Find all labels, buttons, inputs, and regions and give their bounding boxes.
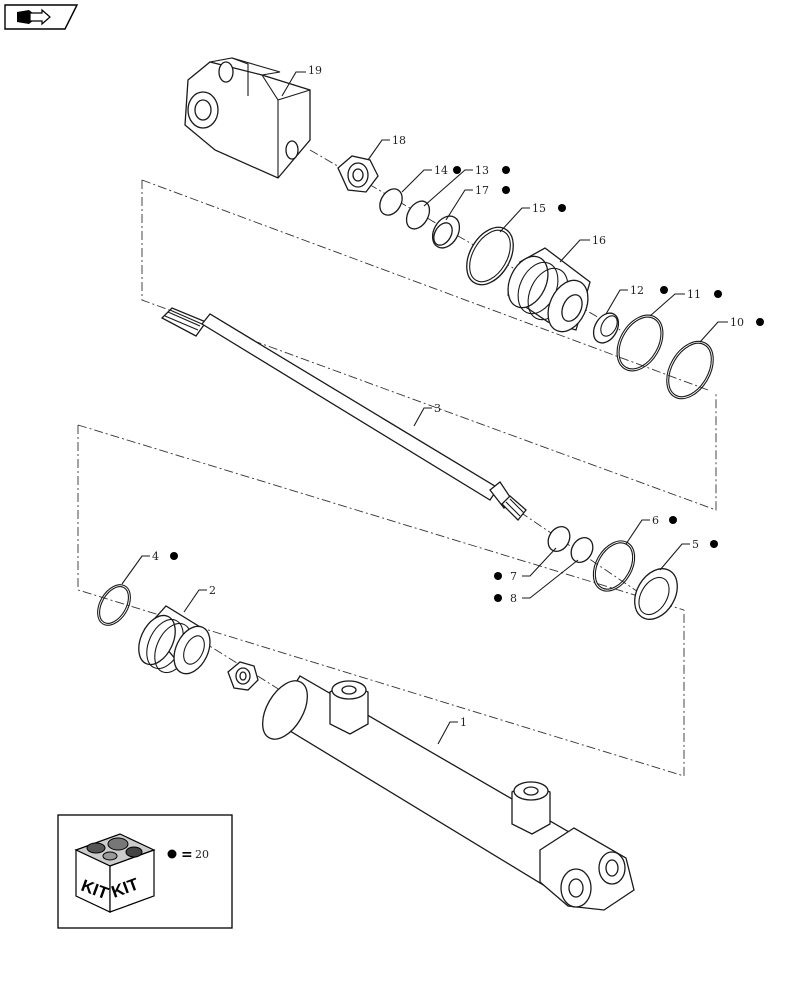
kit-dot-legend — [167, 849, 177, 859]
callout-12: 12 — [630, 284, 644, 297]
callout-6: 6 — [652, 514, 659, 527]
callout-17: 17 — [475, 184, 489, 197]
part-13-ring — [405, 200, 431, 230]
callout-10: 10 — [730, 316, 744, 329]
part-3-rod — [160, 307, 527, 521]
callout-2: 2 — [209, 584, 216, 597]
kit-dot-10 — [756, 318, 764, 326]
callout-13: 13 — [475, 164, 489, 177]
callout-5: 5 — [692, 538, 699, 551]
small-nut — [227, 661, 259, 691]
kit-box-icon — [74, 833, 156, 913]
nav-button[interactable] — [4, 4, 78, 30]
kit-dot-15 — [558, 204, 566, 212]
kit-dot-6 — [669, 516, 677, 524]
kit-dot-13 — [502, 166, 510, 174]
part-1-barrel — [262, 675, 635, 911]
part-4-oring — [97, 584, 131, 626]
book-arrow-icon — [17, 8, 51, 26]
kit-dot-14 — [453, 166, 461, 174]
part-8-ring — [570, 537, 594, 563]
kit-dot-4 — [170, 552, 178, 560]
callout-8: 8 — [510, 592, 517, 605]
part-16-piston — [507, 247, 591, 333]
kit-dot-8 — [494, 594, 502, 602]
kit-dot-17 — [502, 186, 510, 194]
part-2-gland — [138, 605, 211, 675]
callout-3: 3 — [434, 402, 441, 415]
callouts: 19 18 14 13 17 15 16 12 11 10 3 6 5 7 8 … — [152, 64, 764, 729]
callout-18: 18 — [392, 134, 406, 147]
callout-19: 19 — [308, 64, 322, 77]
callout-14: 14 — [434, 164, 448, 177]
part-10-oring — [666, 340, 714, 400]
part-12-bushing — [592, 312, 620, 344]
part-5-wiper — [634, 568, 678, 620]
callout-7: 7 — [510, 570, 517, 583]
callout-11: 11 — [687, 288, 701, 301]
callout-15: 15 — [532, 202, 546, 215]
kit-dot-12 — [660, 286, 668, 294]
part-6-oring — [592, 540, 636, 592]
part-7-ring — [547, 526, 571, 552]
kit-dot-11 — [714, 290, 722, 298]
legend-kit-number: 20 — [195, 848, 209, 861]
callout-16: 16 — [592, 234, 606, 247]
part-17-bushing — [431, 215, 461, 249]
part-18-nut — [337, 155, 379, 193]
part-11-oring — [616, 314, 664, 372]
part-19-rod-clevis — [184, 57, 311, 179]
callout-4: 4 — [152, 550, 159, 563]
part-14-ring — [379, 188, 403, 216]
legend-equals: = — [181, 847, 193, 863]
kit-dot-7 — [494, 572, 502, 580]
part-15-oring — [466, 226, 514, 286]
leader-lines — [121, 71, 728, 745]
kit-legend: KIT KIT = 20 — [57, 814, 233, 929]
kit-dot-5 — [710, 540, 718, 548]
assembly-lines — [77, 149, 717, 777]
callout-1: 1 — [460, 716, 467, 729]
